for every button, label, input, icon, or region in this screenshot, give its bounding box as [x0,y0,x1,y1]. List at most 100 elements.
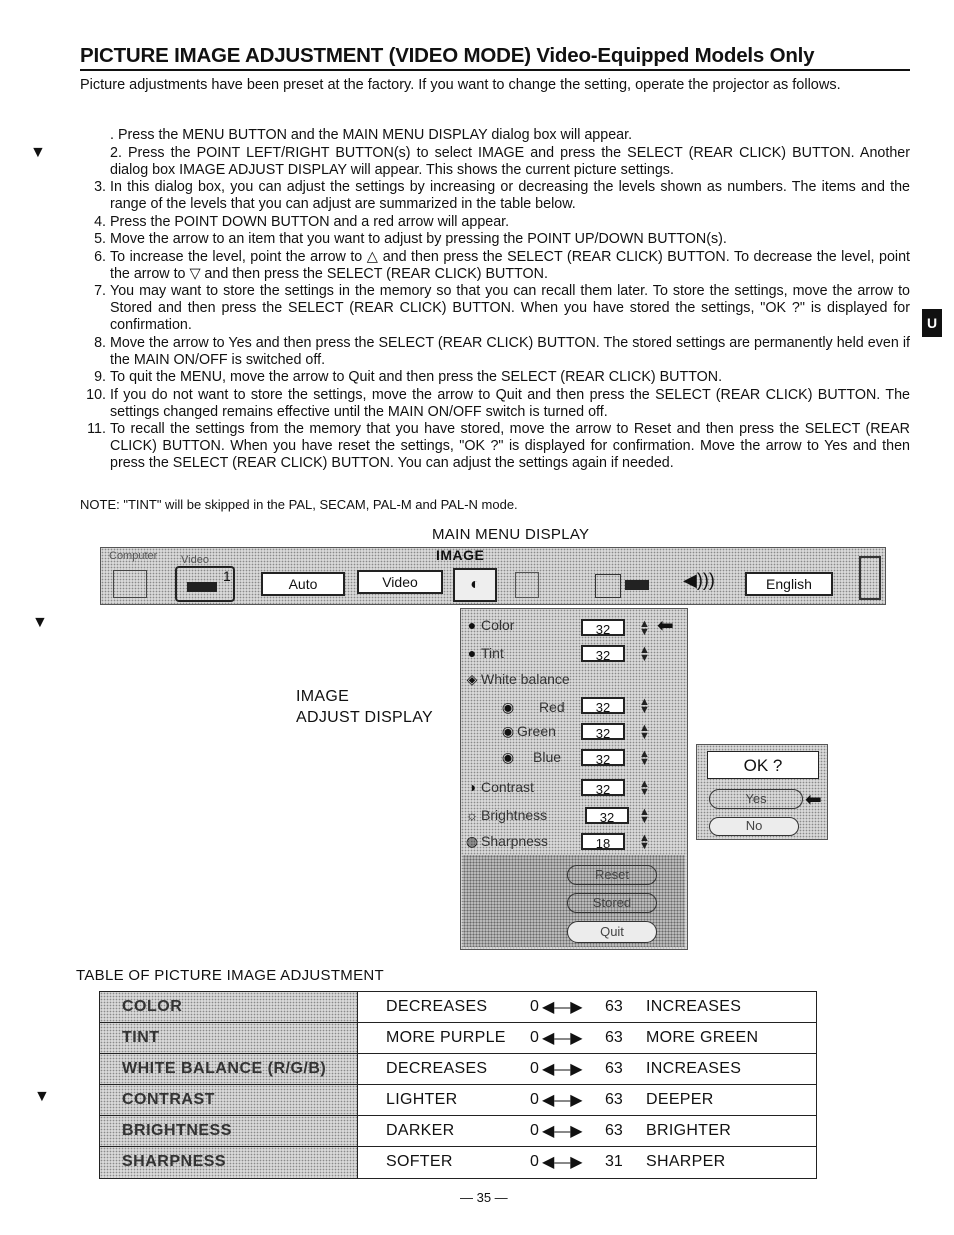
step-item: . Press the MENU BUTTON and the MAIN MEN… [78,127,910,144]
keystone-icon[interactable] [595,574,621,598]
green-icon: ◉ [501,722,515,739]
projector-icon[interactable] [625,580,649,590]
high-effect: BRIGHTER [646,1122,732,1139]
low-effect: LIGHTER [386,1091,458,1108]
step-number: 9. [94,369,106,385]
step-number: 5. [94,231,106,247]
step-number: 11. [87,421,106,437]
step-text: To quit the MENU, move the arrow to Quit… [110,369,723,385]
up-down-arrow[interactable]: ▲▼ [639,748,650,768]
blue-icon: ◉ [501,748,515,765]
step-item: 4.Press the POINT DOWN BUTTON and a red … [78,214,910,231]
up-down-arrow[interactable]: ▲▼ [639,618,650,638]
section-tab: U [922,309,942,337]
step-item: 5.Move the arrow to an item that you wan… [78,231,910,248]
adjust-row-blue[interactable]: ◉Blue [499,745,561,769]
max-value: 63 [605,1060,623,1077]
table-row: SHARPNESS SOFTER 0 ◀—▶ 31 SHARPER [100,1147,816,1178]
range-arrow-icon: ◀—▶ [542,1061,583,1078]
up-down-arrow[interactable]: ▲▼ [639,722,650,742]
adjust-label: Red [539,699,565,715]
tab-video[interactable]: Video [181,554,209,566]
brightness-value: 32 [585,807,629,825]
max-value: 31 [605,1153,623,1170]
confirm-text: OK ? [707,751,819,779]
high-effect: INCREASES [646,998,742,1015]
adjust-label: Color [481,617,515,633]
up-down-arrow[interactable]: ▲▼ [639,778,650,798]
step-item: 6.To increase the level, point the arrow… [78,249,910,283]
no-button[interactable]: No [709,817,799,836]
high-effect: SHARPER [646,1153,726,1170]
low-effect: DECREASES [386,1060,488,1077]
video-input-icon[interactable]: 1 [175,566,235,602]
step-text: 2. Press the POINT LEFT/RIGHT BUTTON(s) … [110,144,910,178]
brightness-icon: ☼ [465,807,479,823]
red-value: 32 [581,697,625,715]
adjust-row-color[interactable]: ●Color [463,613,515,637]
step-number: 7. [94,283,106,299]
min-value: 0 [530,1029,539,1046]
computer-icon[interactable] [113,570,147,598]
step-text: Move the arrow to an item that you want … [110,231,727,247]
table-row: BRIGHTNESS DARKER 0 ◀—▶ 63 BRIGHTER [100,1116,816,1147]
margin-mark: ▼ [30,144,46,161]
reset-button[interactable]: Reset [567,865,657,885]
min-value: 0 [530,1060,539,1077]
step-text: To increase the level, point the arrow t… [110,248,910,282]
adjust-label: Green [517,723,556,739]
up-down-arrow[interactable]: ▲▼ [639,806,650,826]
up-down-arrow[interactable]: ▲▼ [639,644,650,664]
adjust-row-sharpness[interactable]: ◍Sharpness [463,829,548,853]
step-text: To recall the settings from the memory t… [110,421,910,471]
image-icon[interactable]: ◐ [453,568,497,602]
color-value: 32 [581,619,625,637]
item-name: BRIGHTNESS [122,1122,232,1139]
min-value: 0 [530,1122,539,1139]
table-caption: TABLE OF PICTURE IMAGE ADJUSTMENT [76,967,384,984]
yes-button[interactable]: Yes [709,789,803,809]
language-button[interactable]: English [745,572,833,596]
page-number: — 35 — [460,1190,508,1205]
adjust-row-tint[interactable]: ●Tint [463,641,504,665]
step-text: If you do not want to store the settings… [110,386,910,420]
settings-icon[interactable] [859,556,881,600]
video-button[interactable]: Video [357,570,443,594]
screen-icon[interactable] [515,572,539,598]
step-item: 10.If you do not want to store the setti… [78,387,910,421]
confirm-dialog: OK ? Yes ⬅ No [696,744,828,840]
high-effect: DEEPER [646,1091,714,1108]
red-icon: ◉ [501,698,515,715]
quit-button[interactable]: Quit [567,921,657,943]
tab-computer[interactable]: Computer [109,550,158,562]
step-item: 3.In this dialog box, you can adjust the… [78,179,910,213]
step-number [78,127,110,144]
range-arrow-icon: ◀—▶ [542,1092,583,1109]
item-name: WHITE BALANCE (R/G/B) [122,1060,327,1077]
high-effect: MORE GREEN [646,1029,759,1046]
adjust-row-green[interactable]: ◉Green [499,719,556,743]
up-down-arrow[interactable]: ▲▼ [639,832,650,852]
step-number: 8. [94,334,106,351]
max-value: 63 [605,998,623,1015]
sharpness-value: 18 [581,833,625,851]
range-arrow-icon: ◀—▶ [542,1030,583,1047]
up-down-arrow[interactable]: ▲▼ [639,696,650,716]
adjust-row-contrast[interactable]: ◑Contrast [463,775,534,799]
step-number: 3. [94,179,106,195]
main-menu-caption: MAIN MENU DISPLAY [432,526,590,543]
caption-line: IMAGE [296,688,350,705]
range-arrow-icon: ◀—▶ [542,999,583,1016]
item-name: CONTRAST [122,1091,215,1108]
low-effect: MORE PURPLE [386,1029,506,1046]
stored-button[interactable]: Stored [567,893,657,913]
sound-icon[interactable]: ◀))) [683,570,715,590]
video-number: 1 [223,568,231,584]
adjust-row-white-balance: ◈White balance [463,667,570,691]
table-row-header: TINT [100,1023,358,1053]
adjust-row-red[interactable]: ◉ Red [499,695,565,719]
contrast-icon: ◑ [467,779,477,795]
auto-button[interactable]: Auto [261,572,345,596]
adjust-row-brightness[interactable]: ☼Brightness [463,803,548,827]
min-value: 0 [530,1153,539,1170]
